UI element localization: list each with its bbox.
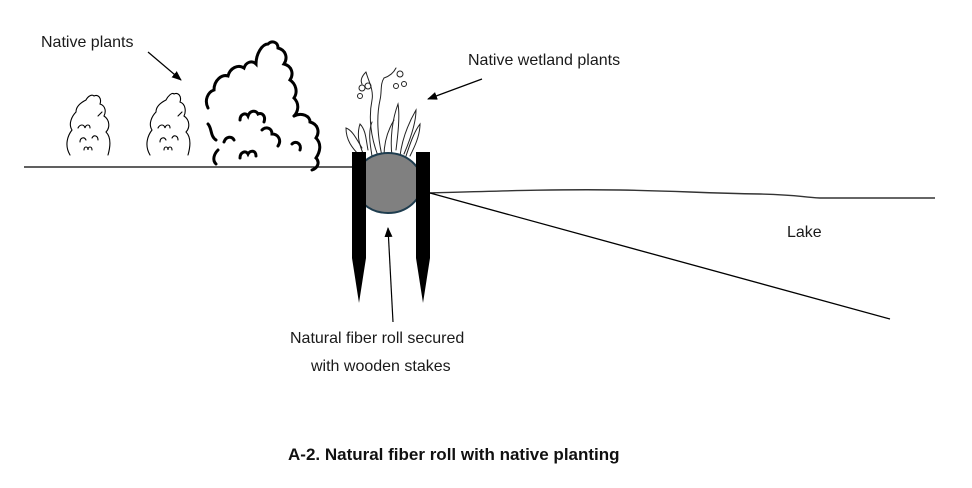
lake-label: Lake: [787, 224, 822, 241]
large-shrub-icon: [204, 40, 322, 172]
fiber-roll-label-line2: with wooden stakes: [311, 358, 451, 375]
wooden-stake-left: [352, 152, 366, 303]
lake-bed-line: [429, 192, 891, 320]
fiber-roll-label-line1: Natural fiber roll secured: [290, 330, 465, 347]
native-plants-label: Native plants: [41, 34, 134, 51]
native-plants-arrow: [147, 51, 182, 81]
native-wetland-plants-label: Native wetland plants: [468, 52, 621, 69]
wetland-plants-arrow: [427, 78, 483, 100]
figure-caption: A-2. Natural fiber roll with native plan…: [288, 445, 620, 464]
small-shrub-icon: [66, 94, 111, 156]
fiber-roll-arrow: [384, 227, 394, 323]
water-surface-line: [429, 189, 935, 199]
small-shrub-icon: [146, 92, 191, 156]
wooden-stake-right: [416, 152, 430, 303]
wetland-plants-icon: [345, 67, 421, 157]
